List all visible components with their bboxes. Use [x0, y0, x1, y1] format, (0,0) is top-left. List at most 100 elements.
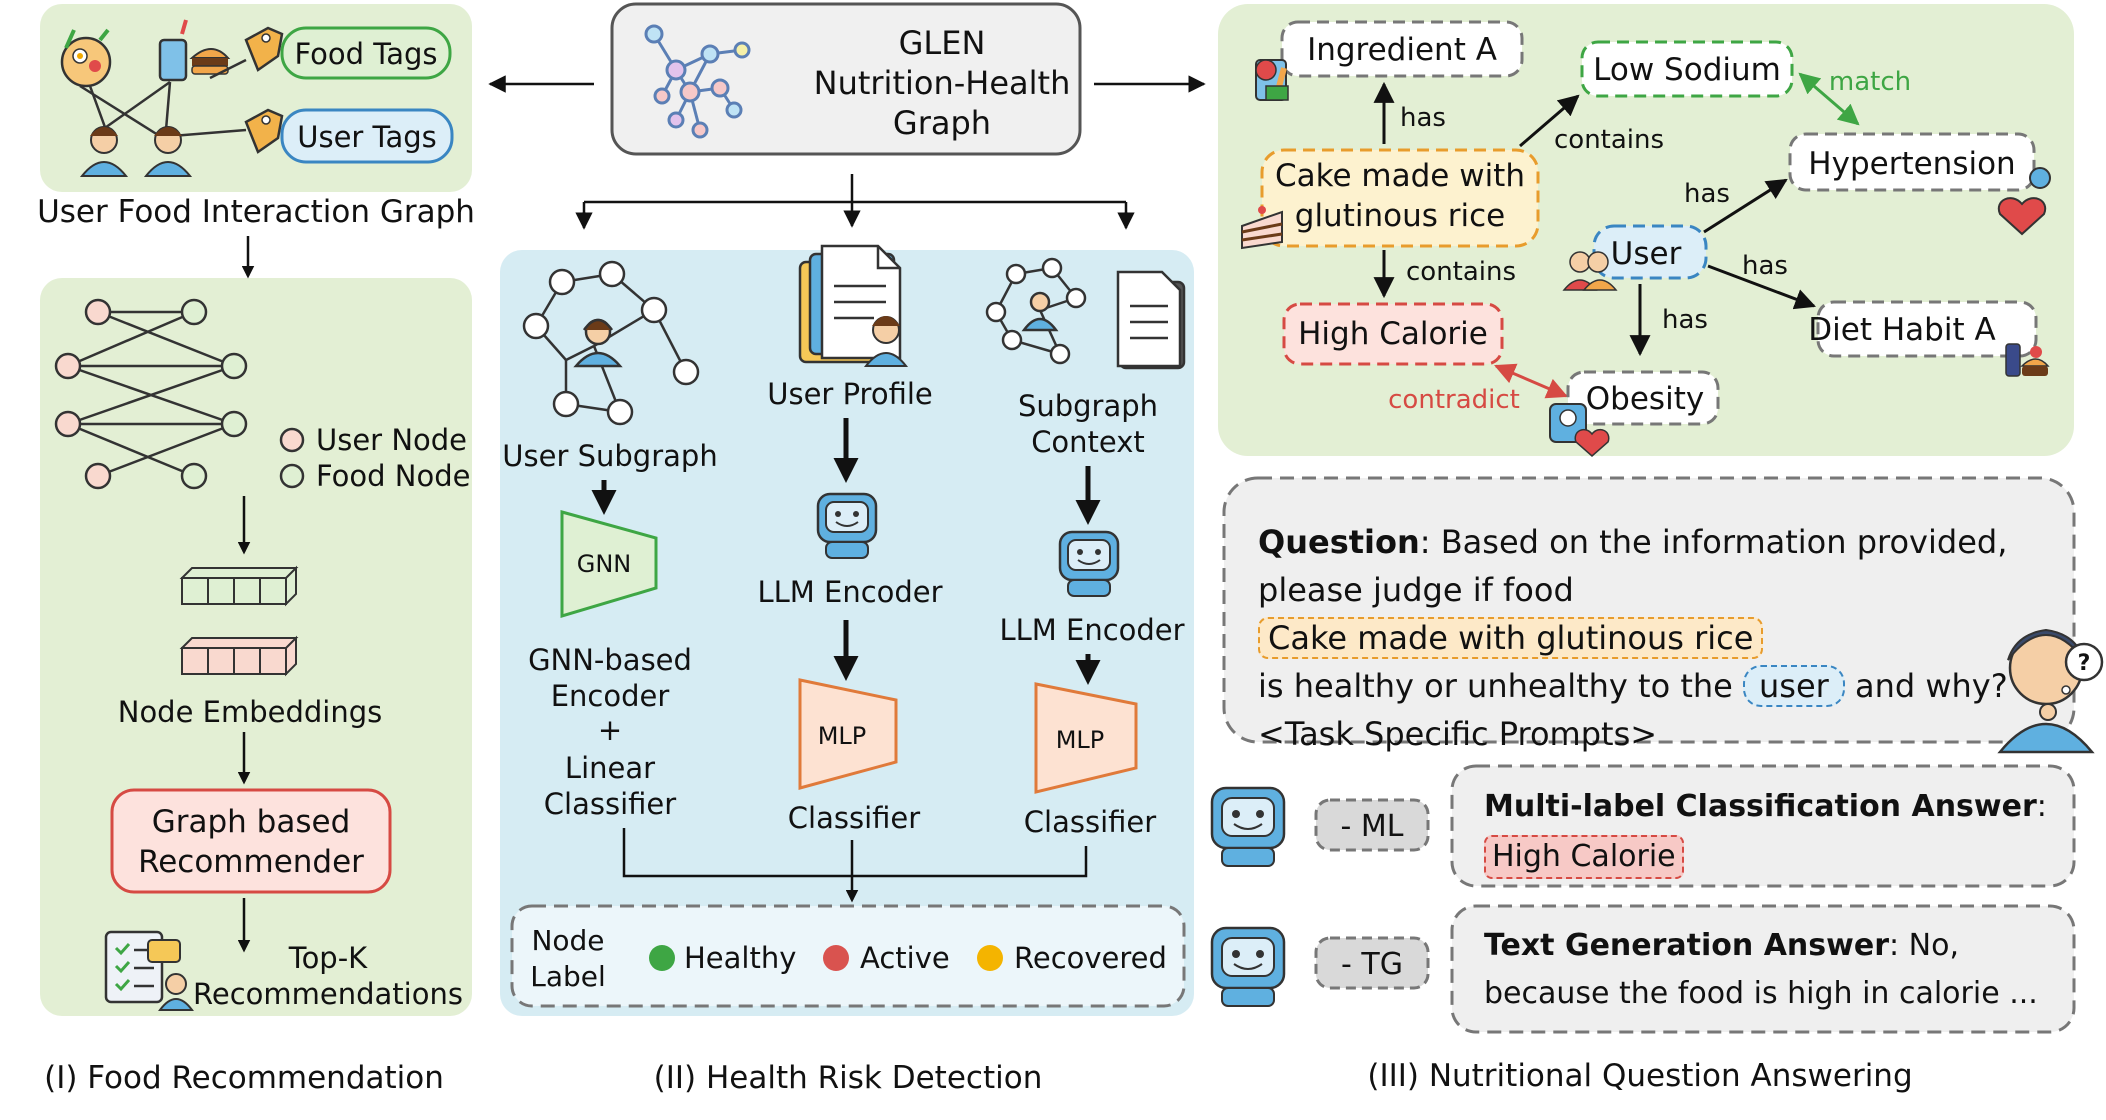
- branch-glen-down: [582, 200, 1128, 226]
- obesity-node: [1566, 370, 1720, 426]
- subgraph-context-line2: Context: [1031, 425, 1145, 459]
- llm-robot-icon-2: [1058, 530, 1120, 597]
- gnn-encoder-line3: +: [598, 713, 622, 747]
- ml-tag: [1314, 798, 1430, 852]
- user-group-icon: [1562, 251, 1618, 291]
- mlp-trapezoid-2: [1034, 682, 1138, 794]
- gnn-encoder-line2: Encoder: [551, 679, 670, 713]
- contains-label-1: contains: [1554, 125, 1664, 155]
- subgraph-context-icon: [985, 257, 1186, 370]
- user-profile-label: User Profile: [767, 377, 933, 411]
- has-label-2: has: [1684, 179, 1730, 209]
- label-healthy: Healthy: [684, 941, 796, 975]
- question-line1: Question: Based on the information provi…: [1258, 518, 2058, 566]
- cake-label-line1: Cake made with: [1275, 158, 1525, 194]
- bipartite-nodes: [54, 298, 248, 490]
- question-line3-suffix: and why?: [1854, 667, 2008, 705]
- scale-icon: [1549, 403, 1610, 457]
- user-avatar-icon-2: [143, 126, 193, 177]
- gnn-label: GNN: [577, 550, 632, 578]
- question-line4: <Task Specific Prompts>: [1258, 715, 1658, 753]
- question-food-pill: Cake made with glutinous rice: [1258, 617, 1764, 659]
- node-label-line1: Node: [531, 924, 604, 957]
- ml-answer-value: High Calorie: [1484, 835, 1684, 879]
- label-recovered-dot: [977, 945, 1003, 971]
- cake-label-line2: glutinous rice: [1295, 198, 1505, 234]
- glen-title-line3: Graph: [893, 104, 991, 142]
- legend-food-node-dot: [279, 463, 305, 489]
- thinking-person-icon: ?: [1997, 628, 2104, 754]
- embedding-cubes-pink: [179, 635, 299, 677]
- question-user-pill: user: [1743, 665, 1845, 707]
- question-line2-prefix: please judge if food: [1258, 571, 1574, 609]
- diet-habit-label: Diet Habit A: [1808, 312, 1995, 348]
- ml-answer-colon: :: [2036, 789, 2047, 824]
- ml-answer-text: Multi-label Classification Answer: High …: [1484, 782, 2064, 882]
- gnn-encoder-line4: Linear: [565, 751, 655, 785]
- user-tags-pill: [280, 108, 454, 164]
- tg-answer-line1-rest: : No,: [1889, 928, 1959, 963]
- fast-food-icon: [158, 19, 231, 82]
- panel3-caption: (III) Nutritional Question Answering: [1367, 1058, 1912, 1094]
- arrow-cake-lowsodium: [1519, 94, 1580, 148]
- question-label: Question: [1258, 523, 1420, 561]
- label-active: Active: [860, 941, 950, 975]
- food-tags-pill: [280, 26, 452, 80]
- question-text: Question: Based on the information provi…: [1258, 518, 2058, 758]
- topk-line2: Recommendations: [193, 977, 463, 1011]
- mlp-label-2: MLP: [1056, 726, 1105, 754]
- classifier-label-2: Classifier: [1024, 805, 1156, 839]
- interaction-edges: [79, 58, 247, 142]
- contradict-label: contradict: [1388, 385, 1520, 415]
- merge-lines: [622, 828, 1088, 878]
- topk-line1: Top-K: [288, 941, 368, 975]
- tg-answer-line2: because the food is high in calorie ...: [1484, 976, 2038, 1011]
- tg-answer-text: Text Generation Answer: No, because the …: [1484, 922, 2064, 1018]
- tg-answer-line1: Text Generation Answer: No,: [1484, 922, 2064, 970]
- diet-habit-node: [1816, 300, 2038, 358]
- llm-robot-icon-ml: [1210, 786, 1286, 867]
- ingredient-label: Ingredient A: [1307, 32, 1497, 68]
- tg-answer-label: Text Generation Answer: [1484, 928, 1889, 963]
- user-subgraph-icon: [522, 260, 700, 426]
- user-node-label: User: [1611, 236, 1682, 272]
- legend-user-node-label: User Node: [316, 423, 467, 457]
- llm-encoder-label-2: LLM Encoder: [999, 613, 1184, 647]
- low-sodium-node: [1580, 40, 1794, 98]
- high-calorie-node: [1282, 302, 1504, 366]
- panel1-caption: (I) Food Recommendation: [44, 1060, 444, 1096]
- legend-user-node-dot: [279, 427, 305, 453]
- gnn-trapezoid: [560, 510, 658, 619]
- hypertension-label: Hypertension: [1808, 146, 2015, 182]
- label-recovered: Recovered: [1014, 941, 1167, 975]
- cake-icon: [1241, 206, 1283, 250]
- svg-text:?: ?: [2078, 651, 2091, 676]
- glen-network-icon: [644, 24, 751, 139]
- question-line3: is healthy or unhealthy to the user and …: [1258, 662, 2058, 710]
- recommender-box: [110, 788, 392, 894]
- contains-label-2: contains: [1406, 257, 1516, 287]
- tg-tag-label: - TG: [1341, 947, 1403, 982]
- arrow-contradict: [1494, 363, 1568, 399]
- arrow-user-diet: [1707, 264, 1816, 310]
- obesity-label: Obesity: [1586, 381, 1704, 417]
- label-active-dot: [823, 945, 849, 971]
- question-line2: please judge if food Cake made with glut…: [1258, 566, 2058, 662]
- recommender-line1: Graph based: [152, 804, 351, 840]
- panel2-caption: (II) Health Risk Detection: [654, 1060, 1043, 1096]
- recommender-line2: Recommender: [138, 844, 364, 880]
- user-subgraph-label: User Subgraph: [502, 439, 717, 473]
- classifier-label-1: Classifier: [788, 801, 920, 835]
- diet-habit-icon: [2005, 343, 2050, 377]
- food-tags-label: Food Tags: [295, 37, 438, 71]
- gnn-encoder-line5: Classifier: [544, 787, 676, 821]
- ml-answer-label: Multi-label Classification Answer: [1484, 789, 2037, 824]
- label-healthy-dot: [649, 945, 675, 971]
- question-box: [1222, 476, 2076, 744]
- food-bowl-icon: [60, 28, 112, 88]
- high-calorie-label: High Calorie: [1298, 316, 1488, 352]
- ml-answer-line1: Multi-label Classification Answer:: [1484, 782, 2064, 832]
- user-avatar-icon-1: [79, 126, 129, 177]
